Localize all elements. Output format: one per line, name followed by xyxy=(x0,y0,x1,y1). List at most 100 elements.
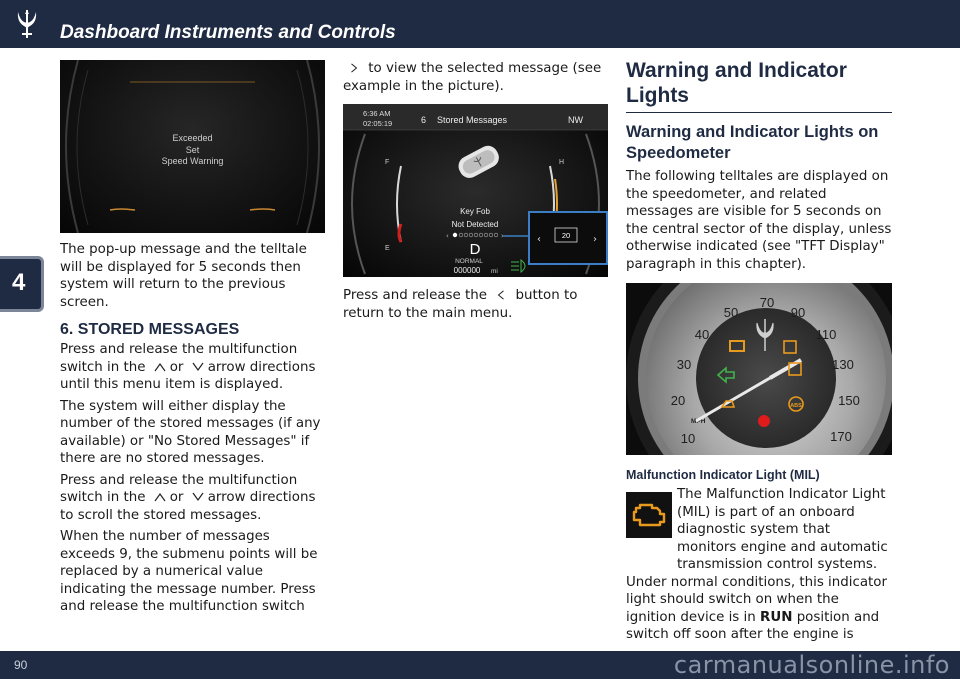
column-1: Exceeded Set Speed Warning The pop-up me… xyxy=(60,60,325,616)
text: position and switch off soon after the e… xyxy=(626,609,880,643)
message-count: 6 xyxy=(421,115,426,125)
svg-text:ABS: ABS xyxy=(790,403,802,409)
speed-unit: MPH xyxy=(691,418,706,425)
paragraph: Press and release the multifunction swit… xyxy=(60,472,325,525)
text: The Malfunction Indicator Light (MIL) is… xyxy=(677,487,888,572)
chapter-number: 4 xyxy=(12,269,26,296)
stored-messages-title: Stored Messages xyxy=(437,115,508,125)
page-title: Dashboard Instruments and Controls xyxy=(60,22,396,43)
column-3: Warning and Indicator Lights Warning and… xyxy=(626,58,892,644)
trident-logo-icon xyxy=(17,10,37,38)
paragraph: The system will either display the numbe… xyxy=(60,398,321,467)
trident-center-icon xyxy=(756,319,774,351)
message-line: Speed Warning xyxy=(161,156,224,166)
speed-label: 20 xyxy=(671,393,685,408)
paragraph: When the number of messages exceeds 9, t… xyxy=(60,529,318,614)
speed-label: 40 xyxy=(695,327,709,342)
text: to view the selected message (see exampl… xyxy=(343,61,602,94)
text: arrow directions until this menu item is… xyxy=(60,359,316,393)
odometer-value: 000000 xyxy=(454,266,481,275)
chevron-left-icon xyxy=(498,290,505,300)
message-line-2: Not Detected xyxy=(452,220,499,229)
chevron-up-icon xyxy=(154,492,166,502)
next-arrow: › xyxy=(501,232,504,240)
speed-label: 10 xyxy=(681,431,695,446)
section-heading: 6. STORED MESSAGES xyxy=(60,321,240,338)
stored-messages-screen: 6:36 AM 02:05:19 6 Stored Messages NW F … xyxy=(343,104,608,277)
text: Press and release the multifunction swit… xyxy=(60,472,298,506)
paragraph: The pop-up message and the telltale will… xyxy=(60,242,307,310)
text: button to return to the main menu. xyxy=(343,288,578,321)
watermark: carmanualsonline.info xyxy=(673,651,950,679)
speed-label: 130 xyxy=(832,357,854,372)
message-line-1: Key Fob xyxy=(460,207,490,216)
oil-pressure-icon xyxy=(720,400,736,408)
text: or xyxy=(169,490,184,505)
compass-heading: NW xyxy=(568,115,583,125)
speed-warning-image: Exceeded Set Speed Warning xyxy=(60,60,325,233)
speed-scale: 10 20 30 40 50 70 90 110 130 150 170 xyxy=(671,295,860,446)
figure-caption: Malfunction Indicator Light (MIL) xyxy=(626,468,820,482)
chevron-down-icon xyxy=(192,492,204,502)
page-number: 90 xyxy=(14,658,28,672)
prev-arrow: ‹ xyxy=(446,232,449,240)
drive-mode: NORMAL xyxy=(455,258,483,265)
column-2: to view the selected message (see exampl… xyxy=(343,60,608,322)
temp-hot-label: H xyxy=(559,159,564,166)
fuel-empty-label: E xyxy=(385,245,390,252)
paragraph: The Malfunction Indicator Light (MIL) is… xyxy=(626,486,892,574)
red-warning-icon xyxy=(758,415,770,427)
mil-block: The Malfunction Indicator Light (MIL) is… xyxy=(626,486,892,644)
fuel-full-label: F xyxy=(385,159,389,166)
clock-text: 6:36 AM xyxy=(363,109,391,118)
engine-mil-shape xyxy=(632,503,666,527)
paragraph: The following telltales are displayed on… xyxy=(626,169,892,272)
chevron-down-icon xyxy=(192,362,204,371)
cluster-arcs xyxy=(65,60,320,233)
chapter-tab[interactable]: 4 xyxy=(0,256,44,312)
engine-telltale-icon xyxy=(729,340,745,352)
message-number-box: 20 xyxy=(562,231,570,240)
text: or xyxy=(169,359,184,375)
speed-label: 170 xyxy=(830,429,852,444)
speed-needle xyxy=(695,376,771,423)
page-footer: 90 carmanualsonline.info xyxy=(0,651,960,679)
text: Press and release the xyxy=(343,288,488,303)
speed-label: 30 xyxy=(677,357,691,372)
odometer-unit: mi xyxy=(491,268,498,275)
chapter-section-title: Warning and Indicator Lights xyxy=(626,58,892,113)
speed-label: 110 xyxy=(816,327,837,342)
trip-time-text: 02:05:19 xyxy=(363,119,392,128)
speedometer-graphics: 10 20 30 40 50 70 90 110 130 150 170 MPH xyxy=(626,283,892,455)
speed-label: 70 xyxy=(760,295,774,310)
gear-indicator: D xyxy=(470,241,481,258)
callout-prev-arrow: ‹ xyxy=(537,234,541,245)
speed-label: 50 xyxy=(724,305,738,320)
traction-control-icon xyxy=(783,340,797,354)
speedometer-image: 10 20 30 40 50 70 90 110 130 150 170 MPH xyxy=(626,283,892,455)
message-line: Set xyxy=(185,144,200,155)
paragraph: Press and release the button to return t… xyxy=(343,287,608,322)
engine-mil-icon xyxy=(626,492,672,538)
page-header: Dashboard Instruments and Controls xyxy=(0,0,960,48)
paragraph: to view the selected message (see exampl… xyxy=(343,60,608,95)
speed-label: 90 xyxy=(791,305,805,320)
abs-warning-icon: ABS xyxy=(788,396,804,412)
speed-label: 150 xyxy=(838,393,860,408)
ignition-run-label: RUN xyxy=(760,609,793,625)
callout-next-arrow: › xyxy=(593,234,597,245)
key-fob-icon xyxy=(458,145,499,178)
chevron-right-icon xyxy=(351,63,358,73)
paragraph: Under normal conditions, this indicator … xyxy=(626,574,892,644)
paragraph: Press and release the multifunction swit… xyxy=(60,341,325,394)
stored-messages-graphics: 6:36 AM 02:05:19 6 Stored Messages NW F … xyxy=(343,104,608,275)
subsection-title: Warning and Indicator Lights on Speedome… xyxy=(626,123,879,162)
submenu-dots xyxy=(452,232,499,238)
stability-control-icon xyxy=(788,362,802,376)
turn-signal-left-icon xyxy=(716,366,735,384)
text: Press and release the multifunction swit… xyxy=(60,342,298,375)
chevron-up-icon xyxy=(154,362,166,371)
message-line: Exceeded xyxy=(172,133,213,143)
speed-warning-message: Exceeded Set Speed Warning xyxy=(60,133,325,168)
text: Under normal conditions, this indicator … xyxy=(626,574,887,625)
